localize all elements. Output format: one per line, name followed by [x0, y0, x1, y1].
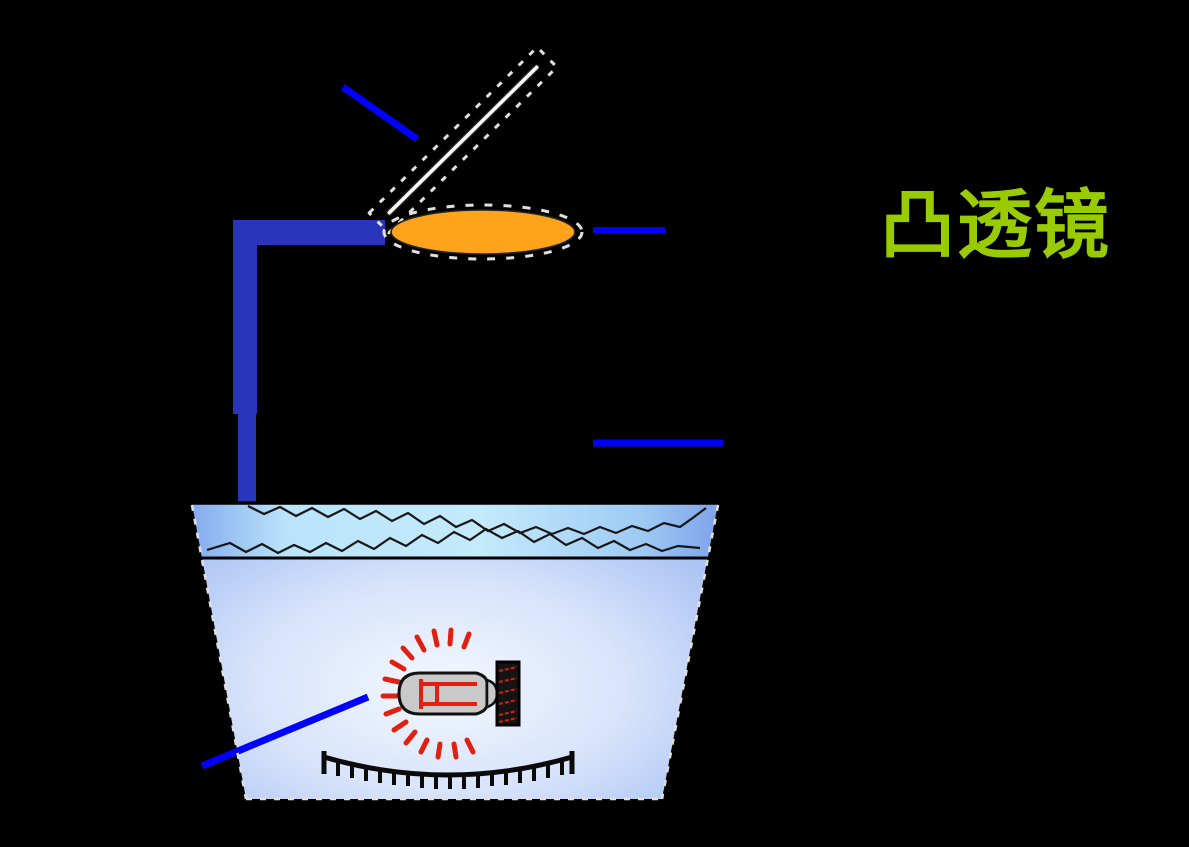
ray-icon: [447, 627, 454, 647]
basin-water-body: [192, 503, 718, 799]
bulb-filament: [419, 679, 477, 709]
water-basin: [189, 501, 721, 801]
stand-arm: [233, 220, 385, 245]
ray-icon: [435, 741, 443, 760]
ray-icon: [400, 645, 415, 661]
ray-icon: [382, 676, 402, 685]
ray-icon: [389, 659, 407, 672]
pointer-line-bulb: [200, 693, 370, 770]
bulb-screw-base: [495, 660, 521, 727]
ripple-zigzag-upper: [247, 505, 707, 536]
ray-icon: [461, 631, 472, 650]
ray-icon: [414, 634, 427, 653]
ray-icon: [383, 706, 402, 717]
ray-icon: [418, 737, 430, 755]
pointer-line-mirror: [340, 84, 420, 142]
ray-icon: [431, 628, 440, 648]
mirror-board: [386, 64, 540, 216]
bulb-base-threads: [498, 666, 518, 723]
light-bulb: [397, 660, 521, 727]
convex-lens: [382, 203, 584, 261]
light-rays: [380, 627, 476, 760]
comb-end-bars: [321, 751, 575, 774]
ray-icon: [451, 741, 459, 760]
lens-body: [390, 209, 576, 255]
ray-icon: [391, 719, 409, 733]
comb-teeth: [336, 762, 564, 789]
lens-marquee-dashes: [382, 203, 584, 261]
ray-icon: [464, 737, 476, 755]
comb-holder: [321, 751, 575, 789]
stand-bracket: [233, 220, 385, 503]
mirror-marquee-dashes: [367, 45, 559, 235]
lens-label: 凸透镜: [880, 183, 1112, 267]
stand-post-upper: [233, 220, 257, 414]
stand-post-lower: [238, 413, 256, 503]
ray-icon: [403, 729, 418, 746]
plane-mirror: [367, 45, 559, 235]
bulb-glass: [397, 671, 489, 716]
ripple-zigzag-lower: [206, 527, 701, 555]
